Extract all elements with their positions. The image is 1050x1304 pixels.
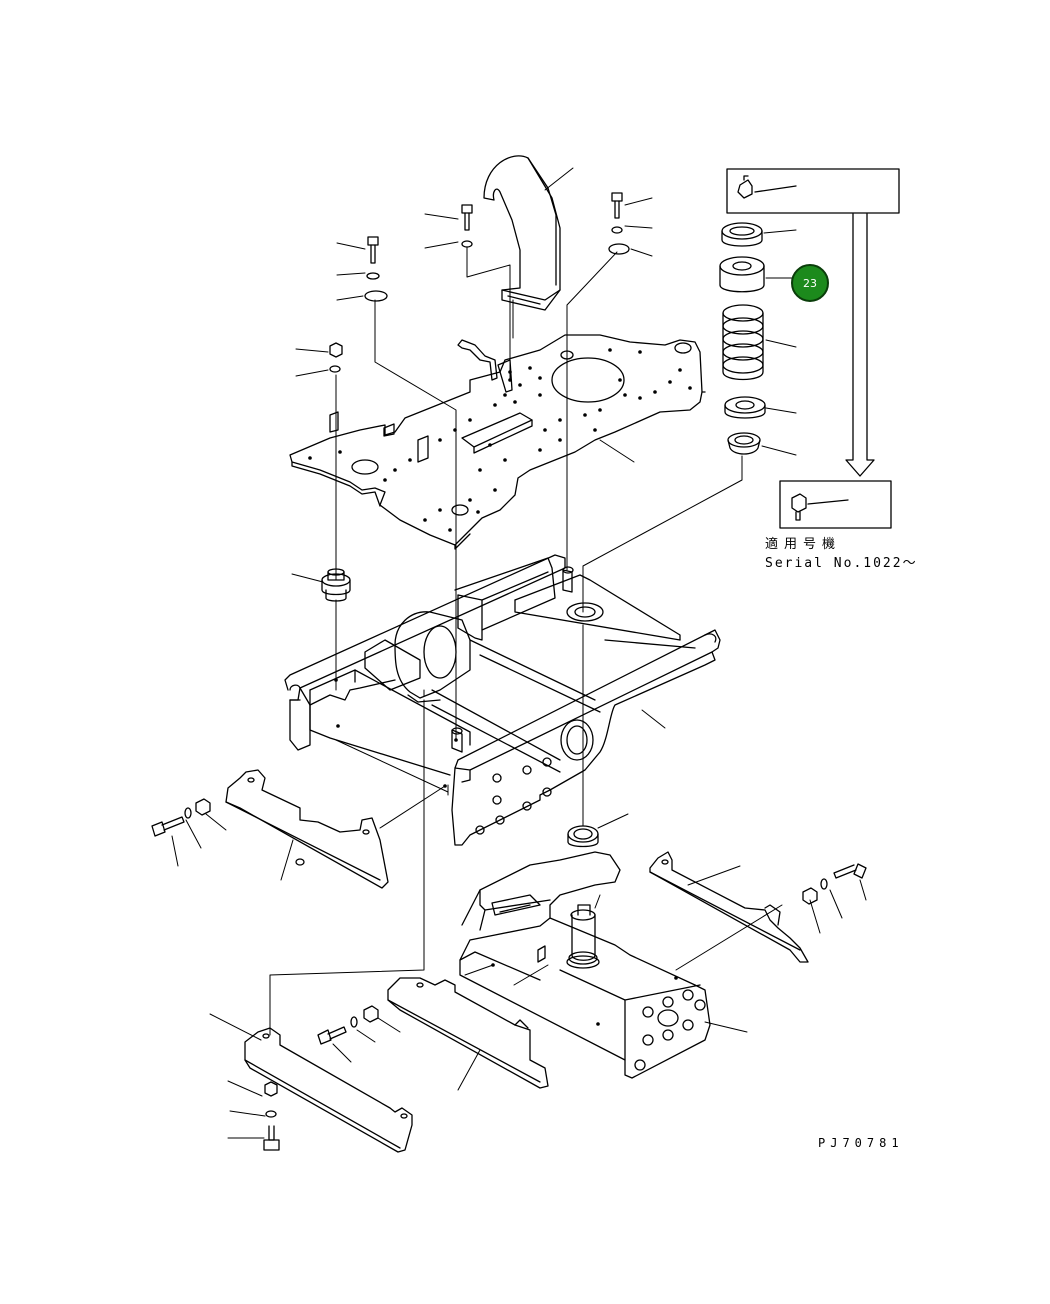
center-guard bbox=[387, 977, 549, 1089]
drawing-code: PJ70781 bbox=[818, 1136, 904, 1150]
right-guard bbox=[649, 851, 809, 963]
fasteners bbox=[151, 192, 867, 1151]
part-callout-23[interactable]: 23 bbox=[791, 264, 829, 302]
serial-label-jp: 適用号機 bbox=[765, 537, 842, 552]
deck-plate bbox=[289, 334, 706, 550]
leader-lines bbox=[171, 167, 867, 1139]
spring-stack bbox=[719, 168, 900, 529]
alignment-lines bbox=[269, 246, 783, 1036]
hook-bracket bbox=[483, 155, 561, 311]
lower-left-guard bbox=[244, 1027, 413, 1153]
serial-number-text: Serial No.1022～ bbox=[765, 556, 918, 571]
main-frame bbox=[284, 554, 721, 846]
track-frame bbox=[459, 825, 711, 1079]
left-guard bbox=[225, 769, 389, 889]
